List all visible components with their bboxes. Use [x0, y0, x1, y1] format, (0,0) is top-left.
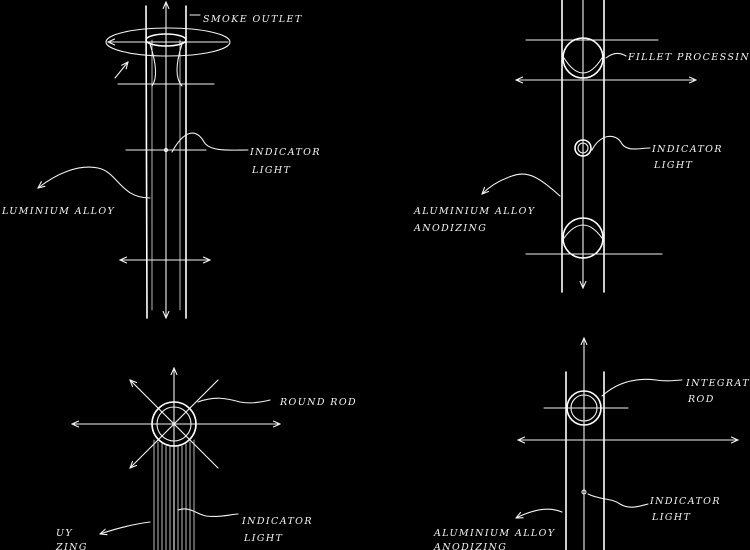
label-light: LIGHT: [651, 512, 691, 523]
label-light: LIGHT: [251, 165, 291, 176]
integration-circle-inner: [570, 394, 598, 422]
label-light: LIGHT: [653, 160, 693, 171]
indicator-ring-outer: [574, 139, 592, 157]
fillet-arc-bottom: [563, 224, 603, 239]
label-indicator: INDICATOR: [651, 144, 723, 155]
drawing-top-right: FILLET PROCESSING INDICATOR LIGHT ALUMIN…: [413, 0, 750, 293]
label-integration: INTEGRATION: [685, 378, 750, 389]
label-anodizing: ANODIZING: [413, 223, 487, 234]
rod-body-lines: [153, 439, 195, 550]
indicator-dot: [163, 147, 169, 153]
label-rod: ROD: [687, 394, 715, 405]
outlet-rim: [145, 33, 187, 47]
label-anodizing: ANODIZING: [433, 542, 507, 550]
rod-circle-outer: [151, 401, 197, 447]
indicator-dot: [581, 489, 587, 495]
fillet-circle-bottom: [562, 217, 604, 259]
integration-leader: [601, 378, 683, 397]
label-aluminium-alloy: LUMINIUM ALLOY: [1, 206, 116, 217]
alloy-leader: [38, 166, 151, 199]
indicator-leader: [177, 508, 239, 518]
drawing-top-left: SMOKE OUTLET INDICATOR LIGHT LUMINIUM AL…: [1, 2, 321, 319]
alloy-leader: [100, 521, 151, 534]
label-partial-alloy: UY: [56, 528, 73, 539]
fillet-circle-top: [562, 37, 604, 79]
indicator-leader: [171, 132, 249, 153]
alloy-leader: [516, 508, 563, 518]
indicator-ring-inner: [577, 142, 589, 154]
label-smoke-outlet: SMOKE OUTLET: [203, 14, 303, 25]
round-rod-leader: [197, 397, 271, 404]
label-round-rod: ROUND ROD: [279, 397, 357, 408]
outlet-sweep-ellipse: [105, 27, 231, 57]
outlet-arrow: [114, 62, 128, 79]
fillet-arc: [563, 57, 603, 74]
label-indicator: INDICATOR: [649, 496, 721, 507]
rod-circle-inner: [156, 406, 192, 442]
label-partial-anodizing: ZING: [55, 542, 88, 550]
fillet-leader: [605, 52, 627, 59]
tube-left-edge: [145, 5, 148, 319]
integration-circle-outer: [566, 390, 602, 426]
drawing-bottom-right: INTEGRATION ROD INDICATOR LIGHT ALUMINIU…: [433, 338, 750, 550]
label-aluminium-alloy: ALUMINIUM ALLOY: [413, 206, 536, 217]
drawing-bottom-left: ROUND ROD INDICATOR LIGHT UY ZING: [55, 368, 357, 550]
indicator-leader: [587, 493, 649, 508]
indicator-leader: [591, 135, 651, 151]
diag-line-2: [130, 379, 219, 468]
alloy-leader: [482, 173, 561, 197]
label-light: LIGHT: [243, 533, 283, 544]
label-indicator: INDICATOR: [249, 147, 321, 158]
label-aluminium-alloy: ALUMINIUM ALLOY: [433, 528, 556, 539]
label-indicator: INDICATOR: [241, 516, 313, 527]
label-fillet-processing: FILLET PROCESSING: [627, 52, 750, 63]
